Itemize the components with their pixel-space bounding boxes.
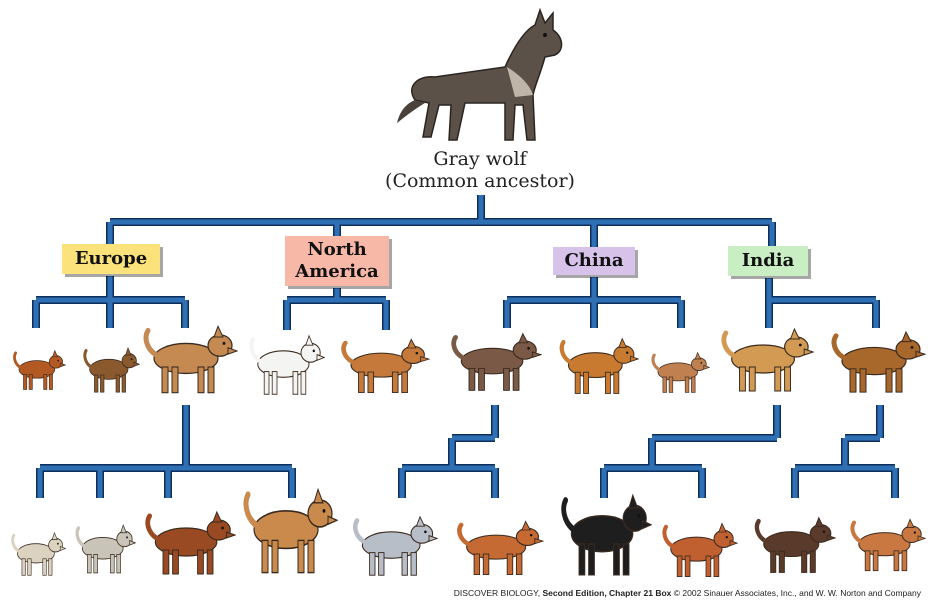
dingo-illustration [336,336,431,396]
dog-icon [353,515,439,576]
airedale-illustration [80,345,141,395]
region-label-line2: America [295,261,379,282]
husky-illustration [348,513,439,579]
wolf-icon [397,7,563,141]
dog-icon [83,346,141,393]
credit-rights: © 2002 Sinauer Associates, Inc., and W. … [673,588,921,598]
dog-icon [457,520,545,575]
dog-icon [561,493,653,576]
dog-icon [75,524,137,574]
dog-icon [243,487,339,574]
chow-illustration [555,335,640,397]
root-label: Gray wolf [433,148,527,170]
region-north-america: North America [285,236,389,286]
beagle-illustration [750,514,837,576]
dog-icon [13,349,67,390]
pomeranian-illustration [10,348,67,392]
samoyed-illustration [245,332,326,398]
bulldog-illustration [72,522,137,576]
pug-illustration [8,530,67,578]
credit-line: DISCOVER BIOLOGY, Second Edition, Chapte… [454,588,921,598]
afghan-illustration [556,490,653,580]
dog-icon [662,522,739,577]
credit-book: DISCOVER BIOLOGY, [453,588,541,598]
dog-icon [143,324,239,394]
saluki-illustration [716,325,815,395]
region-label-line1: North [307,239,367,260]
dog-icon [831,330,927,393]
dog-icon [249,334,326,395]
root-sublabel: (Common ancestor) [385,170,575,192]
gray-wolf-illustration [395,5,570,150]
dog-icon [451,332,543,391]
china-dog-illustration [446,330,543,394]
root-caption: Gray wolf (Common ancestor) [330,148,630,192]
dog-icon [721,327,815,392]
dog-icon [145,510,237,575]
dog-icon [651,351,711,393]
dog-icon [559,337,640,394]
credit-edition: Second Edition, Chapter 21 Box [542,588,672,598]
setter-illustration [846,516,927,574]
mastiff-illustration [138,322,239,397]
dog-icon [754,516,837,573]
region-india: India [728,246,808,276]
dog-icon [341,338,431,393]
great-dane-illustration [238,484,339,578]
dog-icon [850,518,927,572]
st-bernard-illustration [140,508,237,578]
pekingese-illustration [648,350,711,395]
bloodhound-illustration [826,328,927,396]
shiba-illustration [452,518,545,578]
tree-branches [32,195,899,498]
dog-icon [11,531,67,576]
region-china: China [553,247,635,275]
spaniel-illustration [658,520,739,580]
region-europe: Europe [62,244,160,274]
